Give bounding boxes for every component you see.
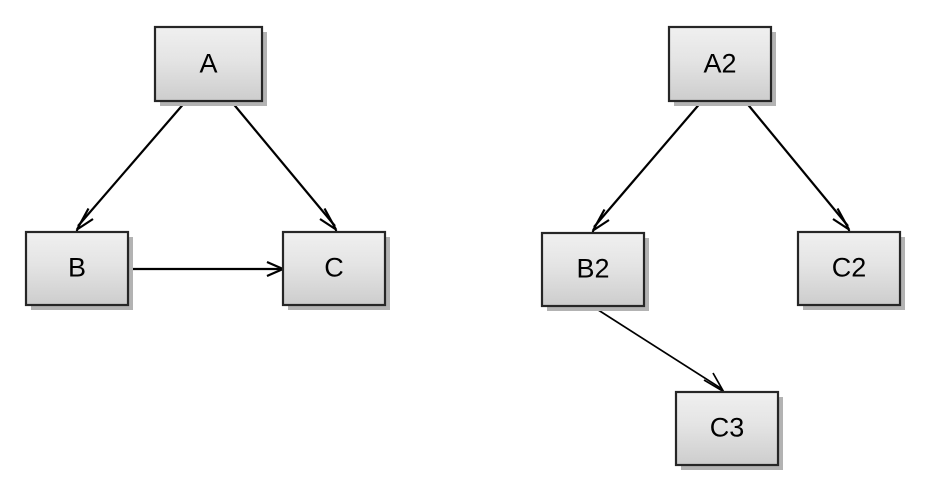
graph-left: A B C: [24, 25, 390, 310]
node-b-label: B: [68, 253, 86, 283]
edge-a-to-b: [75, 100, 187, 232]
edge-a2-to-b2: [591, 100, 703, 233]
node-a2[interactable]: A2: [667, 25, 776, 106]
edge-b-to-c: [128, 260, 286, 278]
node-c2-label: C2: [832, 253, 867, 283]
node-b2-label: B2: [576, 254, 609, 284]
node-c3[interactable]: C3: [674, 390, 783, 470]
node-a2-label: A2: [703, 49, 736, 79]
node-c3-label: C3: [710, 413, 745, 443]
node-c-label: C: [324, 253, 344, 283]
node-b[interactable]: B: [24, 230, 133, 310]
edge-a2-to-c2: [744, 100, 851, 232]
graph-right: A2 B2 C2 C3: [540, 25, 905, 470]
edge-b2-to-c3: [591, 305, 726, 394]
node-c[interactable]: C: [281, 230, 390, 310]
edge-a-to-c: [230, 100, 338, 232]
node-b2[interactable]: B2: [540, 231, 649, 311]
node-a-label: A: [199, 49, 217, 79]
node-c2[interactable]: C2: [796, 230, 905, 310]
node-a[interactable]: A: [153, 25, 267, 106]
